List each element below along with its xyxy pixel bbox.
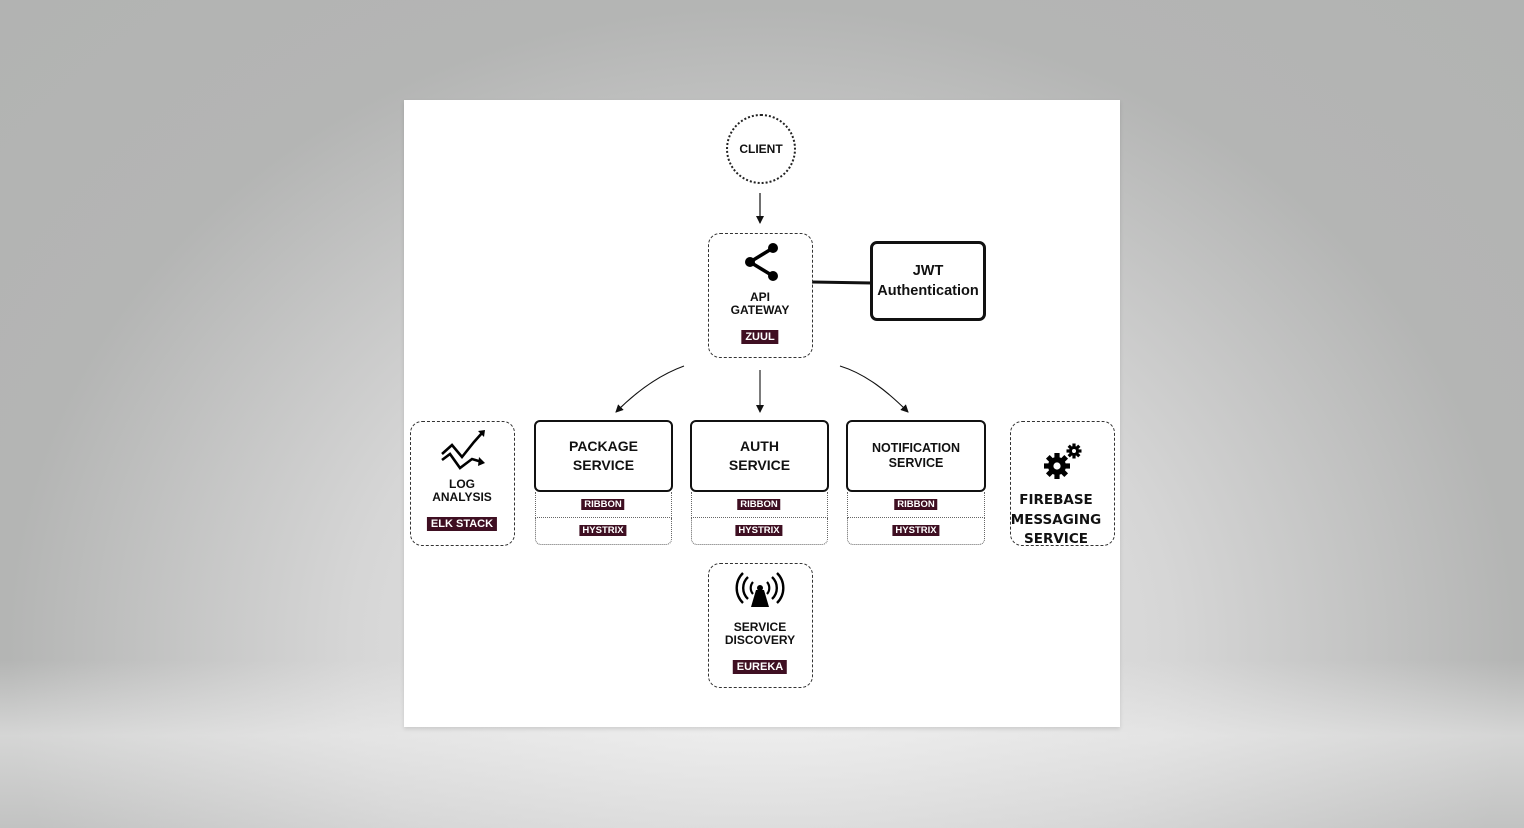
trend-chart-icon [441, 430, 485, 470]
service-discovery-box [708, 563, 813, 688]
auth-service-box: AUTH SERVICE [690, 420, 829, 492]
package-hystrix-tag: HYSTRIX [579, 525, 627, 536]
package-service-box: PACKAGE SERVICE [534, 420, 673, 492]
connectors [615, 193, 909, 413]
client-node: CLIENT [726, 114, 796, 184]
gateway-label-2: GATEWAY [730, 303, 790, 317]
gateway-label-1: API [749, 290, 771, 304]
eureka-tag: EUREKA [732, 660, 788, 674]
notification-ribbon-tag: RIBBON [894, 499, 938, 510]
firebase-label: FIREBASE MESSAGING SERVICE [1006, 491, 1106, 550]
broadcast-tower-icon [735, 572, 785, 607]
jwt-label-1: JWT [912, 263, 944, 279]
package-ribbon-row [535, 492, 672, 518]
auth-label-2: SERVICE [728, 457, 791, 473]
notification-label-2: SERVICE [888, 456, 944, 470]
gateway-to-jwt-line [811, 280, 873, 285]
notification-ribbon-row [847, 492, 985, 518]
api-gateway-box [708, 233, 813, 358]
client-label: CLIENT [739, 142, 783, 156]
package-ribbon-tag: RIBBON [581, 499, 625, 510]
package-hystrix-row [535, 518, 672, 545]
auth-ribbon-tag: RIBBON [737, 499, 781, 510]
log-label-1: LOG [449, 477, 475, 491]
notification-hystrix-tag: HYSTRIX [892, 525, 940, 536]
package-label-1: PACKAGE [569, 438, 638, 454]
notification-service-box: NOTIFICATION SERVICE [846, 420, 986, 492]
gears-icon [1044, 443, 1082, 479]
auth-hystrix-row [691, 518, 828, 545]
auth-label-1: AUTH [740, 438, 779, 454]
gateway-to-notification-arrow [839, 365, 909, 413]
gateway-to-package-arrow [615, 365, 685, 413]
elk-stack-tag: ELK STACK [426, 517, 498, 531]
notification-label-1: NOTIFICATION [872, 441, 960, 455]
notification-hystrix-row [847, 518, 985, 545]
firebase-label-1: FIREBASE [1019, 492, 1093, 508]
firebase-label-2: MESSAGING [1010, 511, 1102, 528]
discovery-label-2: DISCOVERY [724, 633, 796, 647]
share-icon [745, 243, 778, 281]
firebase-label-3: SERVICE [1024, 531, 1088, 547]
auth-ribbon-row [691, 492, 828, 518]
diagram-canvas: CLIENT API GATEWAY ZUUL JWT Authenticati… [404, 100, 1120, 727]
zuul-tag: ZUUL [741, 330, 779, 344]
jwt-auth-box: JWT Authentication [870, 241, 986, 321]
firebase-box [1010, 421, 1115, 546]
log-label-2: ANALYSIS [432, 490, 492, 504]
discovery-label-1: SERVICE [733, 620, 787, 634]
log-analysis-box [410, 421, 515, 546]
auth-hystrix-tag: HYSTRIX [735, 525, 783, 536]
package-label-2: SERVICE [572, 457, 635, 473]
jwt-label-2: Authentication [877, 283, 979, 299]
